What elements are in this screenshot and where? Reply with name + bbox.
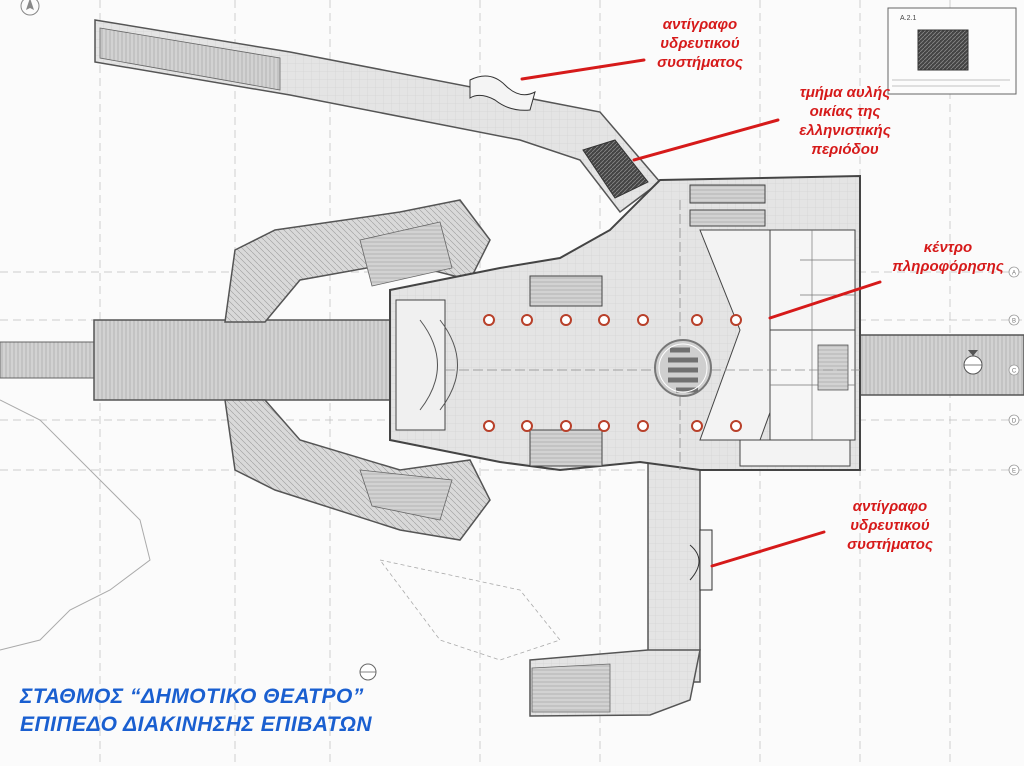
annotation-hellenistic-courtyard: τμήμα αυλής οικίας της ελληνιστικής περι… [799,84,891,158]
lower-left-access-tunnel [224,399,491,541]
metro-logo-icon [654,339,712,397]
bottom-access-corridor [529,461,713,717]
neighbor-plot-outline-2 [379,559,561,661]
annotation-water-system-copy-top: αντίγραφο υδρευτικού συστήματος [657,16,743,71]
running-tunnel [0,319,1024,401]
inset-sheet-label: Α.2.1 [900,15,916,22]
structural-columns [483,314,742,432]
section-marker-icon [963,350,983,375]
annotation-info-center: κέντρο πληροφόρησης [892,239,1004,275]
plan-title-line-2: ΕΠΙΠΕΔΟ ΔΙΑΚΙΝΗΣΗΣ ΕΠΙΒΑΤΩΝ [20,713,373,736]
concourse-hall [389,174,861,472]
north-arrow-icon [20,0,40,16]
axis-bubbles [1008,266,1020,476]
axis-bubble-label: A [1012,271,1016,277]
annotation-water-system-copy-bottom: αντίγραφο υδρευτικού συστήματος [847,498,933,553]
concourse-axes [445,200,860,470]
top-access-tunnel [94,19,662,214]
detail-marker-icon [359,663,377,681]
axis-bubble-label: E [1012,469,1016,475]
neighbor-plot-outline [0,399,151,651]
annotation-leaders [520,58,882,568]
plan-title-line-1: ΣΤΑΘΜΟΣ “ΔΗΜΟΤΙΚΟ ΘΕΑΤΡΟ” [20,685,364,708]
axis-bubble-label: D [1012,419,1017,425]
key-plan-inset: Α.2.1 [887,7,1017,95]
axis-bubble-label: C [1012,369,1017,375]
axis-bubble-label: B [1012,319,1016,325]
